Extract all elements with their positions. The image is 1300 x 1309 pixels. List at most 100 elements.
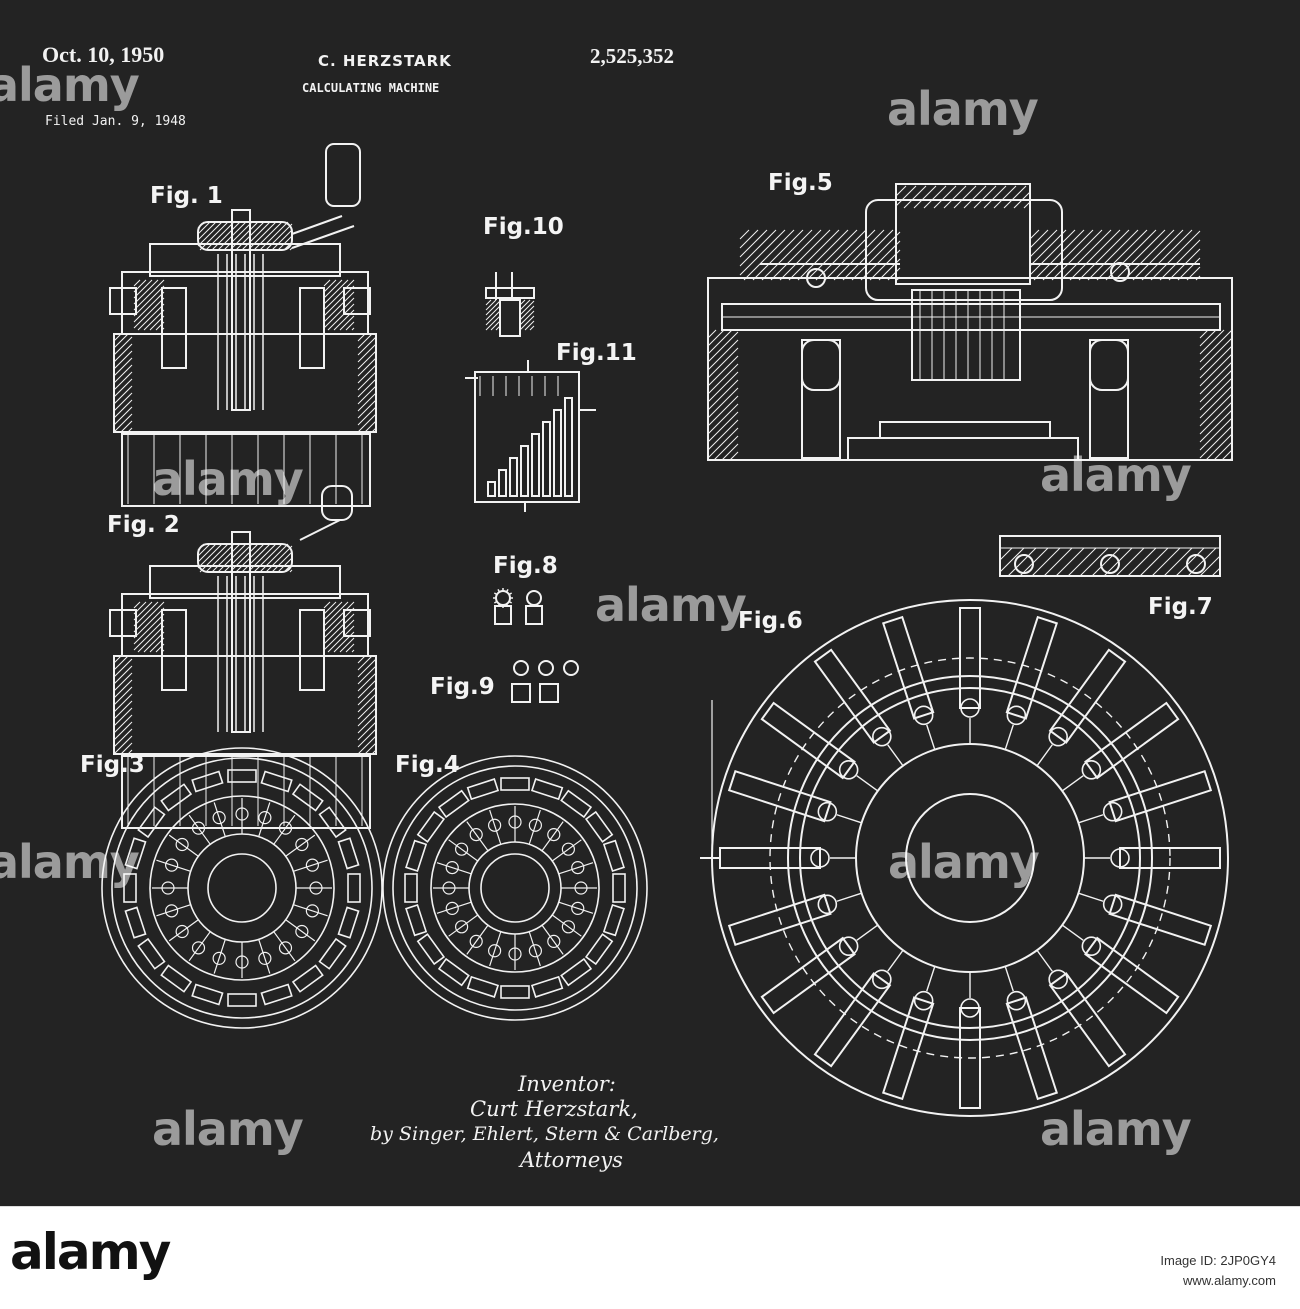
- fig7-label: Fig.7: [1148, 594, 1213, 620]
- image-id: Image ID: 2JP0GY4: [1160, 1253, 1276, 1268]
- drawing-shape: [488, 482, 495, 496]
- drawing-line: [134, 602, 158, 626]
- drawing-line: [1200, 426, 1232, 458]
- drawing-line: [904, 186, 926, 208]
- watermark: alamy: [888, 835, 1039, 889]
- drawing-line: [358, 334, 372, 348]
- drawing-line: [198, 222, 204, 228]
- drawing-line: [994, 186, 1016, 208]
- drawing-line: [740, 230, 785, 275]
- drawing-line: [352, 328, 354, 330]
- digit-drum: [192, 984, 222, 1004]
- drawing-line: [324, 280, 336, 292]
- drawing-line: [134, 620, 164, 650]
- digit-drum: [468, 977, 498, 997]
- drawing-line: [1160, 240, 1200, 280]
- drawing-shape: [300, 288, 324, 368]
- drawing-line: [708, 364, 738, 394]
- drawing-line: [290, 570, 292, 572]
- drawing-line: [486, 300, 496, 310]
- drawing-line: [114, 656, 121, 663]
- digit-drum: [320, 807, 346, 837]
- drawing-line: [260, 544, 288, 572]
- drawing-line: [200, 544, 228, 572]
- drawing-line: [134, 280, 158, 304]
- digit-drum: [613, 874, 625, 902]
- drawing-line: [708, 356, 738, 386]
- drawing-shape: [1090, 340, 1128, 458]
- drawing-line: [708, 388, 738, 418]
- drawing-circle: [564, 661, 578, 675]
- drawing-line: [242, 222, 270, 250]
- fig3-label: Fig.3: [80, 752, 145, 778]
- drawing-line: [530, 326, 534, 330]
- drawing-line: [1200, 394, 1232, 426]
- drawing-line: [1116, 548, 1144, 576]
- fig4-label: Fig.4: [395, 752, 460, 778]
- watermark: alamy: [0, 58, 139, 112]
- digit-drum: [532, 977, 562, 997]
- drawing-shape: [880, 422, 1050, 438]
- drawing-shape: [162, 288, 186, 368]
- digit-drum: [561, 959, 591, 985]
- drawing-shape: [326, 144, 360, 206]
- drawing-line: [954, 186, 976, 208]
- drawing-line: [212, 544, 240, 572]
- drawing-line: [1104, 548, 1132, 576]
- drawing-line: [896, 186, 916, 206]
- fig9-label: Fig.9: [430, 674, 495, 700]
- fig11-drawing: [465, 360, 596, 512]
- drawing-line: [1020, 548, 1048, 576]
- watermark: alamy: [152, 1102, 303, 1156]
- digit-drum: [418, 812, 444, 842]
- drawing-shape: [495, 606, 511, 624]
- drawing-line: [1030, 230, 1075, 275]
- fig7-drawing: [1000, 536, 1220, 576]
- digit-drum: [439, 791, 469, 817]
- digit-drum: [261, 984, 291, 1004]
- drawing-line: [248, 544, 276, 572]
- signature-line-1: Inventor:: [518, 1072, 616, 1096]
- digit-drum: [293, 966, 323, 992]
- drawing-line: [352, 650, 354, 652]
- drawing-line: [1200, 370, 1232, 402]
- radial-slide: [883, 617, 933, 718]
- digit-drum: [586, 812, 612, 842]
- drawing-circle: [112, 758, 372, 1018]
- drawing-line: [134, 602, 140, 608]
- drawing-line: [293, 860, 327, 871]
- drawing-shape: [486, 288, 534, 298]
- drawing-line: [156, 905, 190, 916]
- fig1-label: Fig. 1: [150, 183, 223, 209]
- drawing-shape: [499, 470, 506, 496]
- drawing-line: [230, 544, 258, 572]
- drawing-line: [1200, 338, 1232, 370]
- drawing-line: [837, 815, 862, 823]
- drawing-line: [708, 420, 738, 450]
- digit-drum: [501, 778, 529, 790]
- drawing-line: [1200, 330, 1232, 362]
- drawing-line: [254, 544, 282, 572]
- drawing-line: [708, 348, 738, 378]
- watermark: alamy: [0, 835, 139, 889]
- drawing-line: [1056, 548, 1084, 576]
- digit-drum: [192, 771, 222, 791]
- drawing-line: [114, 334, 121, 341]
- fig6-label: Fig.6: [738, 608, 803, 634]
- digit-drum: [604, 841, 624, 871]
- fig3-drawing: [102, 748, 382, 1028]
- drawing-line: [214, 802, 225, 836]
- drawing-line: [242, 544, 270, 572]
- fig5-label: Fig.5: [768, 170, 833, 196]
- drawing-line: [134, 280, 164, 310]
- drawing-circle: [527, 591, 541, 605]
- digit-drum: [418, 934, 444, 964]
- drawing-shape: [554, 410, 561, 496]
- drawing-line: [708, 340, 738, 370]
- drawing-line: [730, 452, 738, 460]
- drawing-circle: [102, 748, 382, 1028]
- drawing-line: [206, 544, 234, 572]
- drawing-line: [509, 602, 512, 604]
- drawing-line: [857, 776, 878, 791]
- drawing-shape: [1090, 340, 1128, 390]
